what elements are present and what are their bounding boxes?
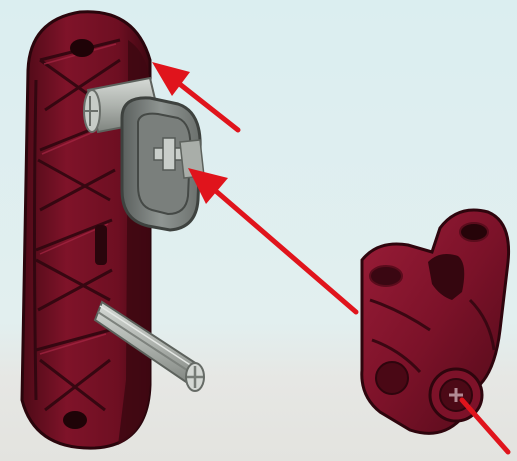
gray-connector [122, 98, 204, 230]
beam-with-axles [22, 12, 150, 448]
